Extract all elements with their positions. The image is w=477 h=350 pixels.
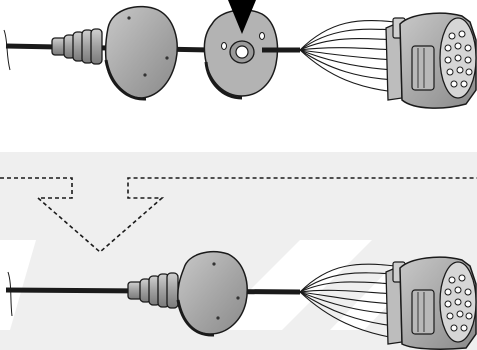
- cable-end-thin: [7, 271, 13, 317]
- decor-shape: [210, 240, 372, 330]
- assembled-grommet: [176, 250, 248, 337]
- top-panel: [3, 0, 477, 109]
- wire-bundle: [299, 19, 396, 93]
- rubber-grommet: [104, 5, 178, 101]
- connector-pin-holes: [444, 30, 473, 88]
- multi-pin-connector: [385, 256, 477, 350]
- down-arrow-dashed: [0, 177, 477, 254]
- insertion-arrow: [228, 0, 256, 34]
- strain-relief-boot: [51, 28, 103, 65]
- connector-pin-holes: [444, 274, 473, 332]
- strain-relief-boot: [127, 272, 179, 309]
- wire-bundle: [299, 263, 396, 339]
- bottom-panel: [5, 250, 477, 350]
- decor-shape: [0, 240, 36, 330]
- multi-pin-connector: [385, 12, 477, 109]
- cable-end-thin: [3, 29, 11, 71]
- mounting-flange: [203, 9, 279, 100]
